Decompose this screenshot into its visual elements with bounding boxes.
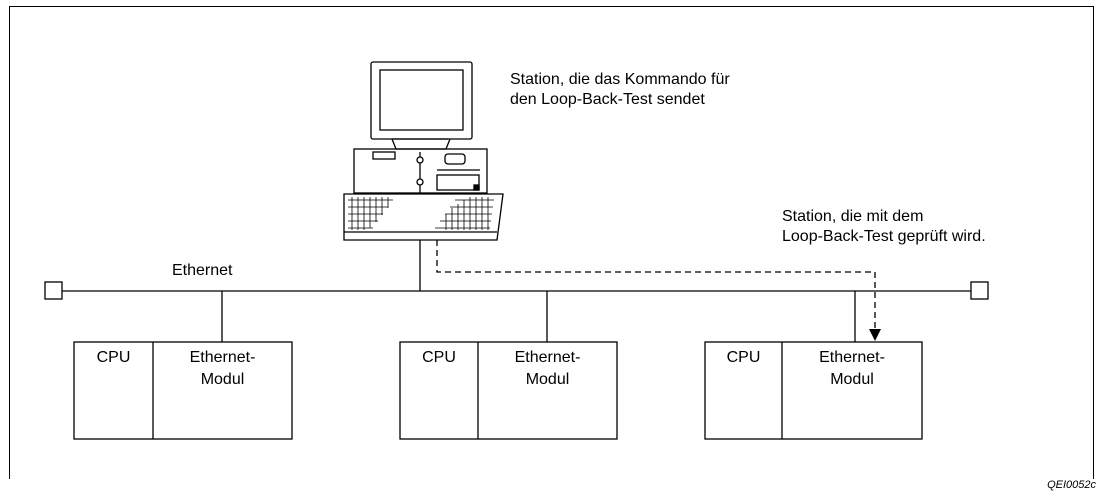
sender-caption-line-1: Station, die das Kommando für (510, 71, 730, 88)
right-terminator (970, 281, 989, 300)
ethernet-label: Ethernet (172, 262, 233, 279)
figure-id: QEI0052c (1047, 479, 1096, 491)
tested-caption-line-2: Loop-Back-Test geprüft wird. (782, 228, 986, 245)
station-1-module-line-2: Modul (200, 371, 245, 388)
station-3-cpu-label: CPU (726, 349, 761, 366)
station-box-2 (399, 341, 618, 440)
station-2-module-label: Ethernet- Modul (478, 347, 617, 391)
station-2-module-line-2: Modul (525, 371, 570, 388)
station-2-module-line-1: Ethernet- (514, 349, 581, 366)
sender-caption-line-2: den Loop-Back-Test sendet (510, 91, 705, 108)
sender-caption: Station, die das Kommando für den Loop-B… (510, 70, 730, 110)
station-1-module-line-1: Ethernet- (189, 349, 256, 366)
station-box-1 (73, 341, 293, 440)
station-3-module-line-1: Ethernet- (819, 349, 885, 366)
loopback-path (436, 240, 881, 341)
ethernet-bus (44, 281, 989, 300)
tested-caption: Station, die mit dem Loop-Back-Test gepr… (782, 207, 986, 247)
station-box-3 (704, 341, 923, 440)
arrow-head (869, 329, 881, 341)
station-3-module-line-2: Modul (830, 371, 874, 388)
station-1-cpu-label: CPU (96, 349, 131, 366)
computer-icon (343, 61, 504, 241)
left-terminator (44, 281, 63, 300)
tested-caption-line-1: Station, die mit dem (782, 208, 924, 225)
diagram-frame (9, 6, 1094, 479)
station-1-module-label: Ethernet- Modul (153, 347, 292, 391)
station-2-cpu-label: CPU (422, 349, 456, 366)
station-3-module-label: Ethernet- Modul (782, 347, 922, 391)
